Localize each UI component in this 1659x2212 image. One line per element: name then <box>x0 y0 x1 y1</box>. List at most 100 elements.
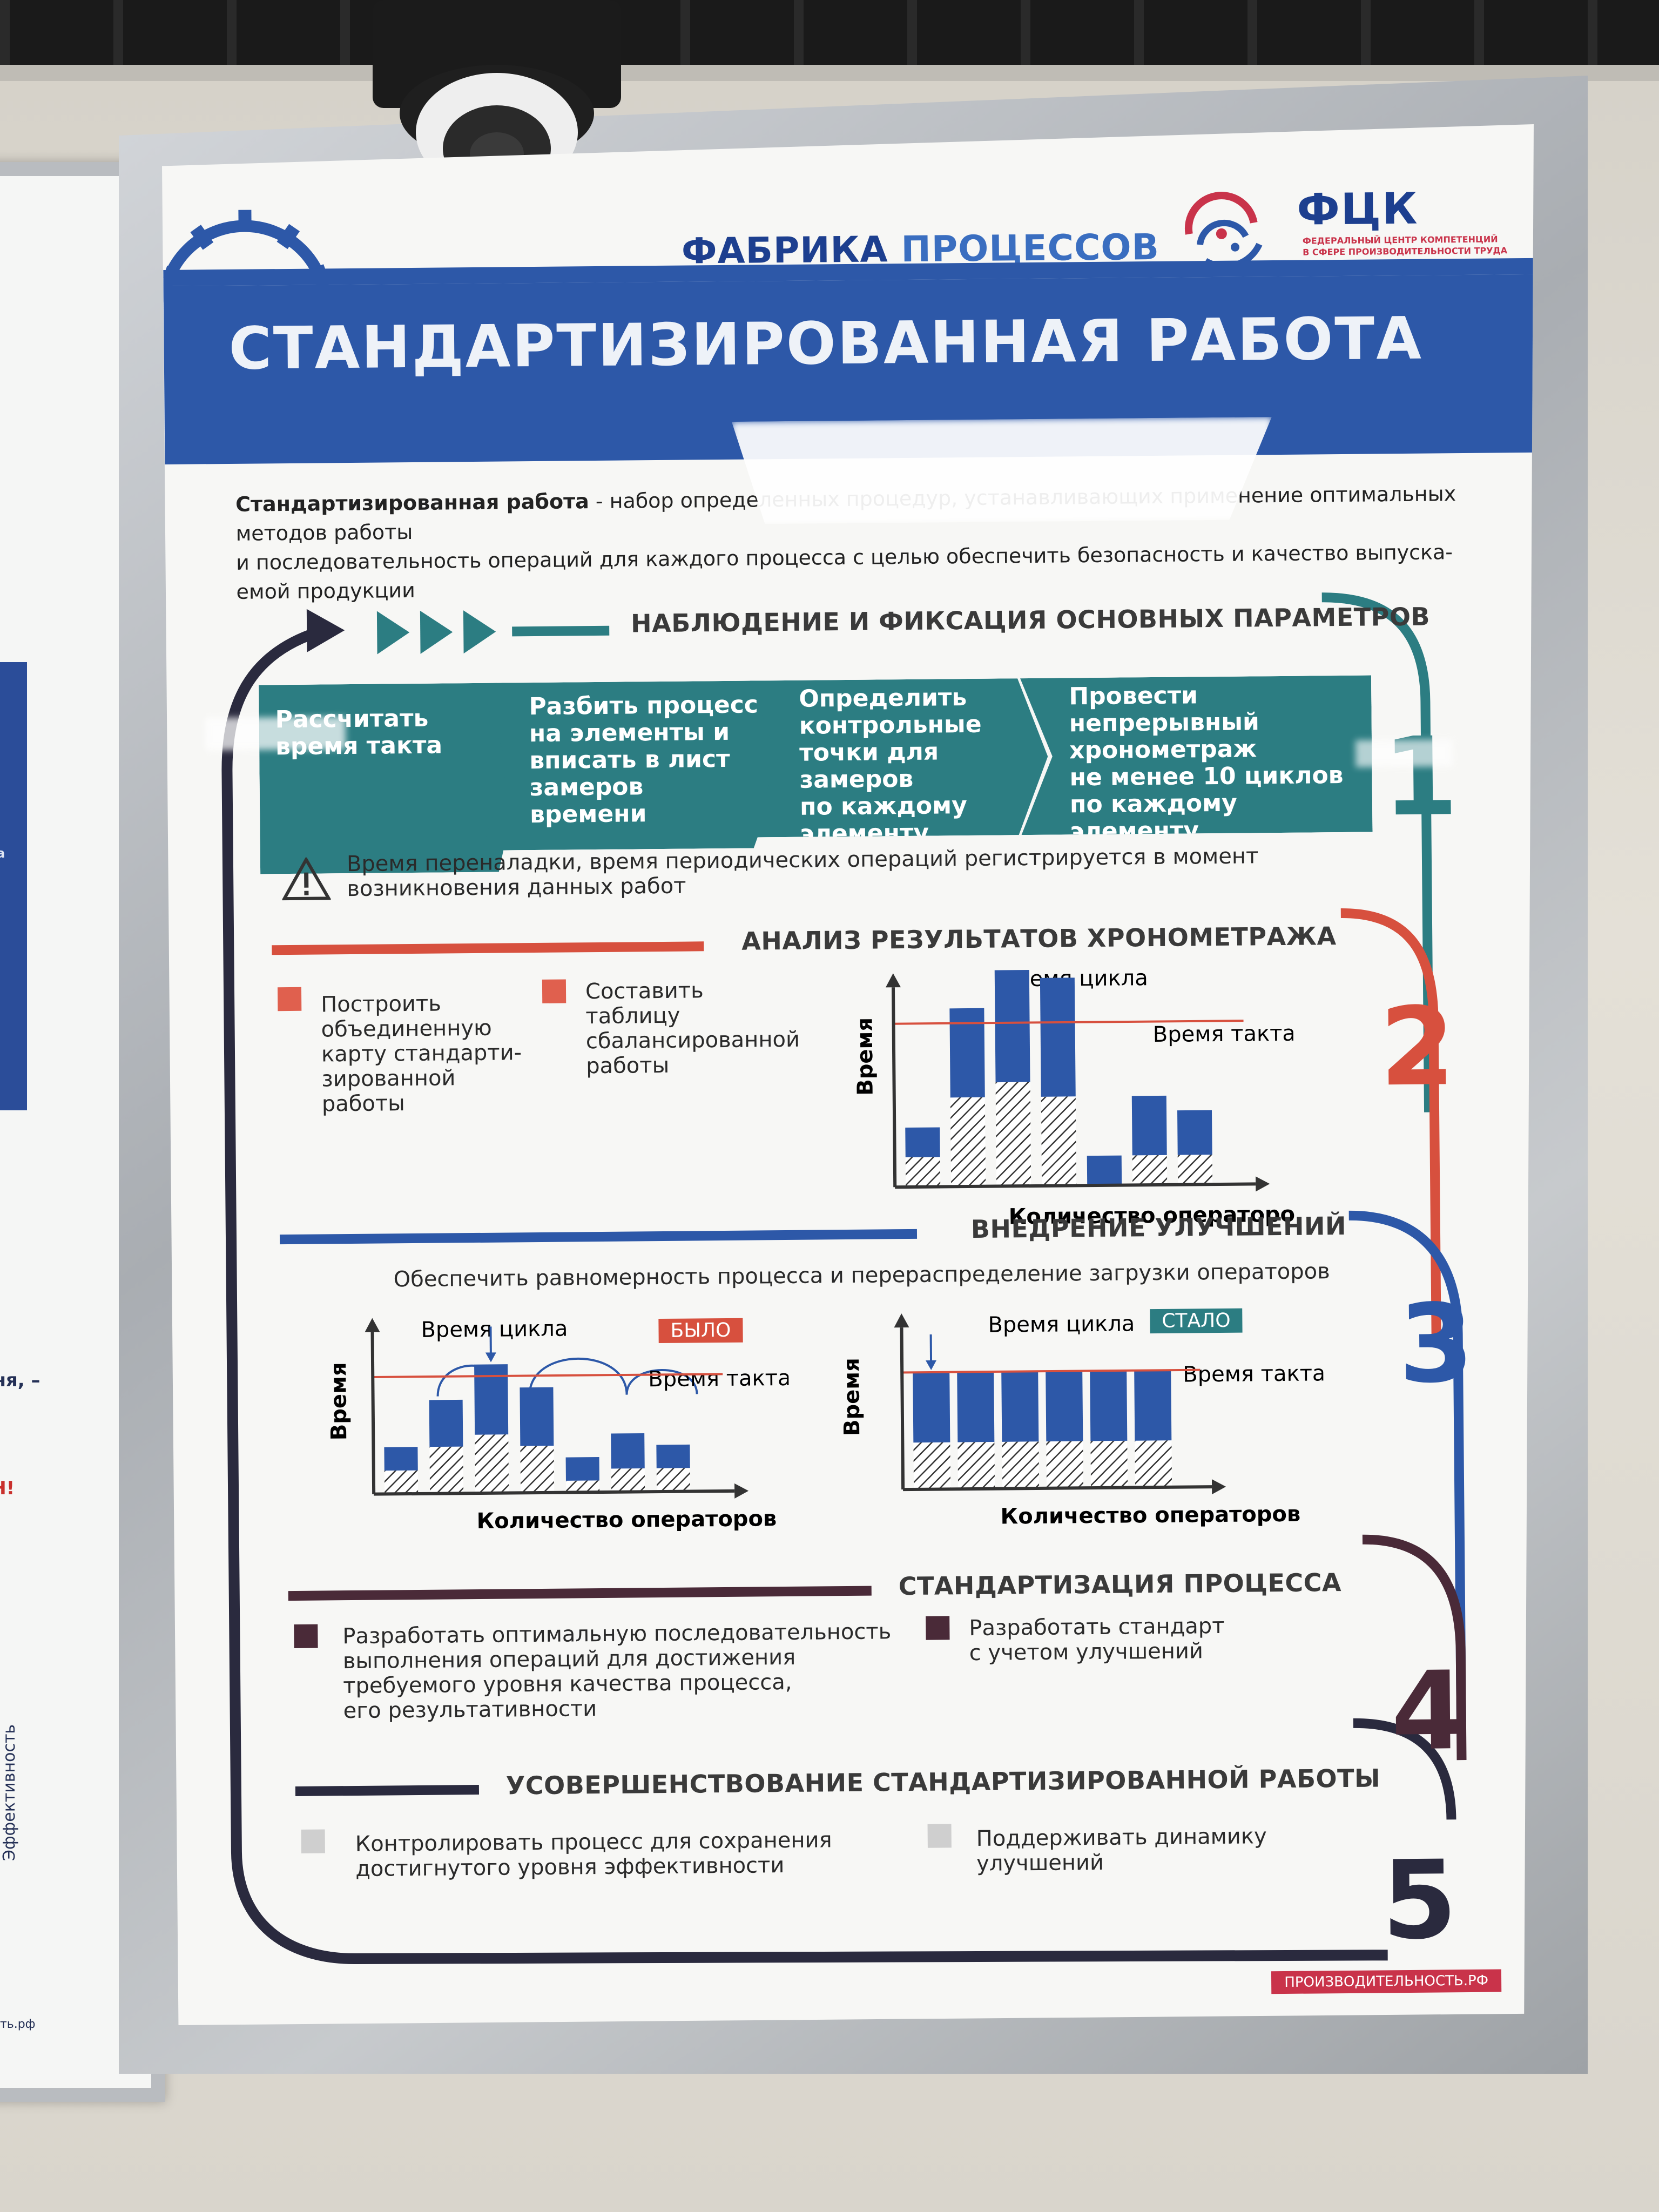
light-reflection <box>205 717 346 751</box>
left-poster-text: дня, – <box>0 1370 41 1391</box>
bar-hatched-segment <box>1002 1441 1040 1489</box>
warning-text: Время переналадки, время периодических о… <box>346 844 1259 902</box>
process-loop-line <box>221 592 1467 1964</box>
cycle-pointer-arrow <box>926 1360 937 1370</box>
bar-hatched-segment <box>475 1434 509 1494</box>
bullet-square <box>301 1829 325 1853</box>
poster-footer-url: ПРОИЗВОДИТЕЛЬНОСТЬ.РФ <box>1271 1969 1502 1994</box>
bar-hatched-segment <box>565 1480 600 1493</box>
ceiling-grid <box>0 0 1659 70</box>
step-2-box: Разбить процесс на элементы и вписать в … <box>480 680 784 851</box>
bar-value-segment <box>384 1447 418 1471</box>
section-3-number: 3 <box>1398 1280 1474 1408</box>
bar-hatched-segment <box>656 1468 691 1492</box>
bar-hatched-segment <box>905 1157 941 1188</box>
bar-value-segment <box>913 1372 950 1443</box>
chart-xlabel: Количество операторов <box>476 1506 777 1534</box>
chart-ylabel: Время <box>326 1362 352 1440</box>
bar-value-segment <box>1090 1370 1128 1441</box>
x-axis-arrow <box>1211 1479 1226 1495</box>
left-poster-text: ЕН! <box>0 1478 15 1499</box>
chart-cycle-label: Время цикла <box>421 1317 568 1343</box>
warning-icon <box>281 857 331 901</box>
chart-cycle-label: Время цикла <box>988 1311 1135 1337</box>
light-reflection <box>1355 739 1453 767</box>
bar-hatched-segment <box>957 1441 995 1489</box>
bar-hatched-segment <box>950 1097 986 1187</box>
step-4-box: Провести непрерывный хронометраж не мене… <box>1020 676 1373 835</box>
section-4-item-2: Разработать стандарт с учетом улучшений <box>969 1613 1225 1666</box>
bar-value-segment <box>1087 1155 1122 1186</box>
section-2-number: 2 <box>1379 984 1456 1111</box>
bar-value-segment <box>1134 1370 1172 1441</box>
bullet-square <box>927 1824 952 1848</box>
section-5-number: 5 <box>1381 1837 1458 1964</box>
bar-hatched-segment <box>1046 1441 1084 1488</box>
bar-hatched-segment <box>1132 1155 1168 1185</box>
step-1-box: Рассчитать время такта <box>259 683 520 874</box>
left-poster-text: нна <box>0 846 5 861</box>
x-axis <box>895 1182 1256 1189</box>
y-axis-arrow <box>894 1313 909 1328</box>
bullet-square <box>277 987 302 1011</box>
bar-value-segment <box>1177 1110 1212 1155</box>
step-3-box: Определить контрольные точки для замеров… <box>750 678 1049 838</box>
takt-line <box>893 1020 1244 1025</box>
light-reflection <box>732 417 1273 524</box>
bar-value-segment <box>429 1399 463 1447</box>
bar-hatched-segment <box>1177 1155 1213 1185</box>
y-axis <box>370 1332 376 1494</box>
bar-value-segment <box>520 1387 554 1446</box>
chart-time-vs-operators: Время цикла Время такта Время Количество… <box>852 967 1295 1230</box>
section-3-title: ВНЕДРЕНИЕ УЛУЧШЕНИЙ <box>970 1211 1347 1244</box>
bar-value-segment <box>1040 977 1076 1097</box>
bar-hatched-segment <box>913 1442 951 1489</box>
bar-hatched-segment <box>1090 1440 1128 1488</box>
left-poster-footer: ность.рф <box>0 2018 36 2031</box>
cycle-pointer-arrow <box>485 1352 496 1363</box>
section-5-item-1: Контролировать процесс для сохранения до… <box>355 1827 832 1881</box>
bar-value-segment <box>1001 1371 1039 1442</box>
bar-hatched-segment <box>520 1446 555 1493</box>
bar-hatched-segment <box>995 1082 1031 1186</box>
left-poster-blue-panel <box>0 662 27 1110</box>
chart-takt-label: Время такта <box>1183 1361 1325 1387</box>
bar-value-segment <box>994 967 1030 1083</box>
section-4-title: СТАНДАРТИЗАЦИЯ ПРОЦЕССА <box>898 1568 1342 1601</box>
bar-value-segment <box>565 1457 599 1481</box>
y-axis-arrow <box>365 1318 380 1332</box>
section-4-item-1: Разработать оптимальную последовательнос… <box>342 1619 892 1724</box>
section-2-title: АНАЛИЗ РЕЗУЛЬТАТОВ ХРОНОМЕТРАЖА <box>741 921 1337 956</box>
chart-before: Время цикла Время такта Время Количество… <box>326 1317 790 1534</box>
section-5-bar <box>295 1784 480 1796</box>
bar-value-segment <box>656 1444 690 1468</box>
bar-value-segment <box>1046 1371 1083 1442</box>
takt-line <box>373 1373 723 1379</box>
y-axis <box>891 987 897 1188</box>
bar-value-segment <box>611 1433 645 1469</box>
chart-takt-label: Время такта <box>1153 1021 1295 1047</box>
y-axis <box>900 1327 905 1490</box>
bar-hatched-segment <box>384 1470 419 1494</box>
left-poster-axis-label: Эффективность <box>0 1724 19 1861</box>
section-2-item-1: Построить объединенную карту стандарти- … <box>321 991 522 1117</box>
bar-hatched-segment <box>429 1446 464 1494</box>
bar-value-segment <box>474 1364 509 1435</box>
ceiling-trim <box>0 65 1659 81</box>
chart-ylabel: Время <box>839 1358 865 1436</box>
chart-takt-label: Время такта <box>648 1366 790 1392</box>
bullet-square <box>542 979 567 1003</box>
section-5-item-2: Поддерживать динамику улучшений <box>976 1824 1267 1876</box>
poster: ФАБРИКА ПРОЦЕССОВ ФЦК ФЕДЕРАЛЬНЫЙ ЦЕНТР … <box>162 124 1534 2025</box>
bullet-square <box>926 1616 950 1640</box>
bar-value-segment <box>949 1008 985 1098</box>
x-axis-arrow <box>1256 1176 1270 1192</box>
bar-hatched-segment <box>611 1468 645 1492</box>
bar-value-segment <box>957 1371 995 1442</box>
section-4-number: 4 <box>1390 1648 1467 1775</box>
chart-xlabel: Количество операторов <box>1009 1202 1295 1230</box>
section-1-bar <box>512 625 610 637</box>
takt-line <box>902 1368 1201 1374</box>
chart-after: Время цикла Время такта Время Количество… <box>839 1311 1325 1529</box>
section-2-item-2: Составить таблицу сбалансированной работ… <box>585 978 800 1079</box>
